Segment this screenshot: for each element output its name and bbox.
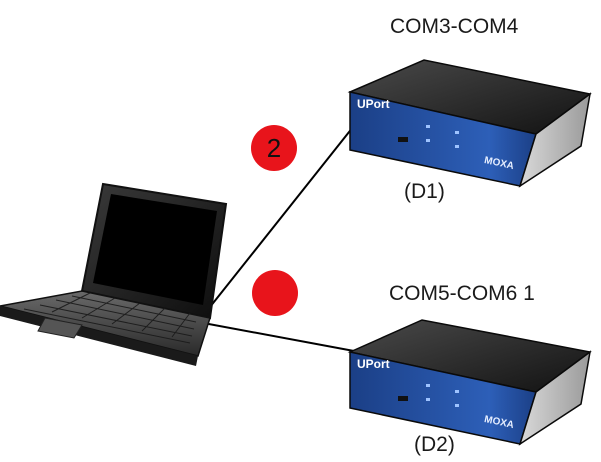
step-badge-2-text: 2 — [266, 132, 282, 163]
device-d1-id: (D1) — [404, 180, 445, 203]
cable-to-d2 — [197, 321, 355, 352]
device-d2-model: UPort — [357, 357, 390, 371]
device-d1-icon — [347, 59, 592, 188]
device-d2-id: (D2) — [414, 433, 455, 456]
device-d1-port-range: COM3-COM4 — [390, 15, 519, 38]
step-badge-1 — [252, 270, 298, 316]
device-d1-model: UPort — [357, 97, 390, 111]
device-d2-port-range: COM5-COM6 1 — [389, 282, 535, 305]
laptop-icon — [0, 182, 228, 366]
device-d2-icon — [347, 319, 592, 446]
cable-to-d1 — [205, 126, 354, 313]
step-badge-2: 2 — [251, 125, 297, 171]
